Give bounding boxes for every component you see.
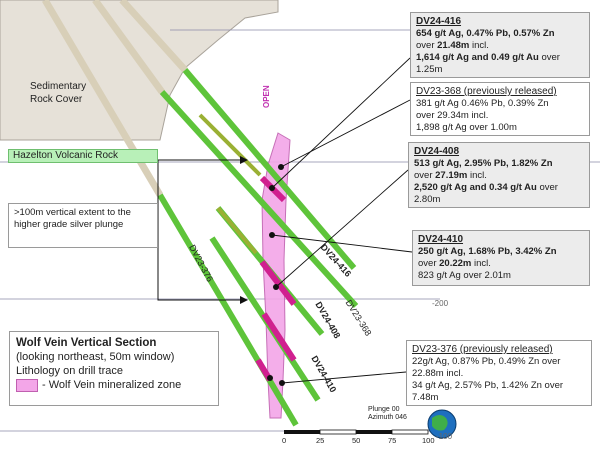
sedimentary-label: Sedimentary Rock Cover xyxy=(30,80,86,106)
legend-swatch-label: - Wolf Vein mineralized zone xyxy=(42,379,182,391)
callout-408-line4: 2.80m xyxy=(414,194,441,205)
scale-tick-25: 25 xyxy=(316,436,325,445)
callout-368-header: DV23-368 (previously released) xyxy=(416,86,557,97)
sedimentary-label-line1: Sedimentary xyxy=(30,81,87,92)
callout-416-line3: 1,614 g/t Ag and 0.49 g/t Au over xyxy=(416,52,560,63)
drill-segment-dv24-408-vein xyxy=(259,260,297,306)
callout-408-header: DV24-408 xyxy=(414,146,460,157)
scale-tick-0: 0 xyxy=(282,436,287,445)
legend-swatch xyxy=(16,378,38,392)
legend-line1: (looking northeast, 50m window) xyxy=(16,351,175,363)
drill-trace-dv24-416 xyxy=(159,89,359,309)
intercept-dot-376 xyxy=(267,375,273,381)
callout-dv23-368: DV23-368 (previously released) 381 g/t A… xyxy=(410,82,590,136)
callout-dv24-408: DV24-408 513 g/t Ag, 2.95% Pb, 1.82% Zn … xyxy=(408,142,590,208)
scale-tick-100: 100 xyxy=(422,436,435,445)
callout-dv24-416: DV24-416 654 g/t Ag, 0.47% Pb, 0.57% Zn … xyxy=(410,12,590,78)
callout-410-line1: 250 g/t Ag, 1.68% Pb, 3.42% Zn xyxy=(418,246,557,257)
callout-416-line4: 1.25m xyxy=(416,64,443,75)
callout-dv23-376: DV23-376 (previously released) 22g/t Ag,… xyxy=(406,340,592,406)
callout-408-line1: 513 g/t Ag, 2.95% Pb, 1.82% Zn xyxy=(414,158,553,169)
elevation-label-200: -200 xyxy=(432,299,449,308)
callout-416-header: DV24-416 xyxy=(416,16,462,27)
callout-dv24-410: DV24-410 250 g/t Ag, 1.68% Pb, 3.42% Zn … xyxy=(412,230,590,286)
callout-376-line1: 22g/t Ag, 0.87% Pb, 0.49% Zn over xyxy=(412,356,561,367)
extent-arrow-top xyxy=(240,156,248,164)
callout-416-line2: over 21.48m incl. xyxy=(416,40,489,51)
callout-410-header: DV24-410 xyxy=(418,234,464,245)
leader-376 xyxy=(281,371,407,384)
globe-icon xyxy=(427,409,457,439)
hazelton-band: Hazelton Volcanic Rock xyxy=(8,149,158,163)
drill-trace-dv23-368 xyxy=(182,68,357,270)
drill-segment-dv24-416-olive xyxy=(198,113,262,177)
scale-tick-75: 75 xyxy=(388,436,397,445)
callout-368-line1: 381 g/t Ag 0.46% Pb, 0.39% Zn xyxy=(416,98,549,109)
callout-376-line3: 34 g/t Ag, 2.57% Pb, 1.42% Zn over xyxy=(412,380,564,391)
callout-408-line2: over 27.19m incl. xyxy=(414,170,487,181)
extent-bracket xyxy=(157,159,240,301)
callout-368-line2: over 29.34m incl. xyxy=(416,110,489,121)
callout-376-header: DV23-376 (previously released) xyxy=(412,344,553,355)
drill-trace-dv23-368-upper xyxy=(119,0,188,73)
scale-bar xyxy=(284,429,429,435)
vertical-extent-note: >100m vertical extent to the higher grad… xyxy=(8,203,158,248)
open-label: OPEN xyxy=(262,85,271,108)
legend-swatch-row: - Wolf Vein mineralized zone xyxy=(16,378,212,392)
drill-trace-dv24-416-upper xyxy=(92,0,165,95)
callout-410-line2: over 20.22m incl. xyxy=(418,258,491,269)
legend-line2: Lithology on drill trace xyxy=(16,365,124,377)
callout-376-line2: 22.88m incl. xyxy=(412,368,464,379)
leader-416 xyxy=(271,57,411,189)
leader-368 xyxy=(280,99,411,168)
leader-408 xyxy=(275,169,409,288)
scale-tick-50: 50 xyxy=(352,436,361,445)
callout-376-line4: 7.48m xyxy=(412,392,439,403)
callout-410-line3: 823 g/t Ag over 2.01m xyxy=(418,270,511,281)
sedimentary-label-line2: Rock Cover xyxy=(30,94,83,105)
legend-title: Wolf Vein Vertical Section xyxy=(16,337,157,349)
elevation-label-100: -100 xyxy=(436,432,453,441)
extent-arrow-bottom xyxy=(240,296,248,304)
callout-416-line1: 654 g/t Ag, 0.47% Pb, 0.57% Zn xyxy=(416,28,555,39)
drill-segment-dv24-408-olive xyxy=(216,206,258,255)
leader-410 xyxy=(271,234,413,253)
azimuth-label: Azimuth 046 xyxy=(368,414,407,421)
drill-segment-dv24-410-vein xyxy=(261,312,297,362)
callout-368-line3: 1,898 g/t Ag over 1.00m xyxy=(416,122,517,133)
hazelton-label: Hazelton Volcanic Rock xyxy=(13,150,119,161)
legend-box: Wolf Vein Vertical Section (looking nort… xyxy=(9,331,219,406)
callout-408-line3: 2,520 g/t Ag and 0.34 g/t Au over xyxy=(414,182,558,193)
drill-trace-dv23-376 xyxy=(157,193,299,427)
plunge-label: Plunge 00 xyxy=(368,406,400,413)
